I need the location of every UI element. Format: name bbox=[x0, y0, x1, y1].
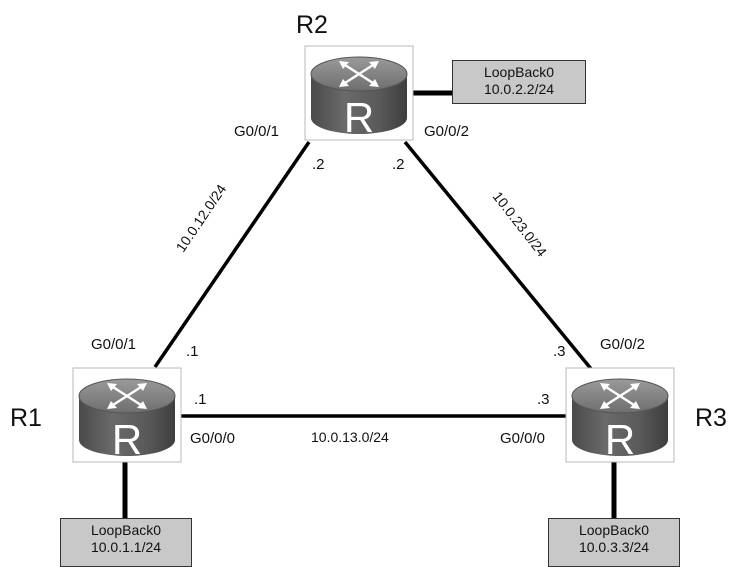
host-r3-link23: .3 bbox=[553, 343, 566, 360]
loopback-box-r2: LoopBack0 10.0.2.2/24 bbox=[452, 60, 586, 104]
link-r1-r2 bbox=[153, 141, 311, 368]
network-label-13: 10.0.13.0/24 bbox=[311, 429, 389, 445]
loopback-box-r3: LoopBack0 10.0.3.3/24 bbox=[548, 518, 680, 567]
port-r2-g002: G0/0/2 bbox=[424, 123, 470, 140]
port-r3-g002: G0/0/2 bbox=[600, 336, 646, 353]
loopback-name-r3: LoopBack0 bbox=[578, 522, 650, 538]
host-r1-link13: .1 bbox=[194, 391, 207, 408]
loopback-name-r1: LoopBack0 bbox=[90, 522, 162, 538]
host-r2-link12: .2 bbox=[312, 156, 325, 173]
router-name-r2: R2 bbox=[296, 11, 328, 39]
loopback-address-r2: 10.0.2.2/24 bbox=[483, 81, 555, 97]
port-r2-g001: G0/0/1 bbox=[234, 123, 280, 140]
loopback-address-r3: 10.0.3.3/24 bbox=[578, 539, 650, 555]
router-icon-r3[interactable] bbox=[564, 366, 676, 465]
port-r1-g001: G0/0/1 bbox=[91, 336, 137, 353]
router-name-r1: R1 bbox=[10, 404, 42, 432]
router-name-r3: R3 bbox=[695, 404, 727, 432]
router-icon-r1[interactable] bbox=[71, 366, 183, 465]
host-r2-link23: .2 bbox=[392, 156, 405, 173]
port-r3-g000: G0/0/0 bbox=[500, 430, 546, 447]
loopback-address-r1: 10.0.1.1/24 bbox=[90, 539, 162, 555]
link-r2-r3 bbox=[403, 140, 594, 372]
host-r3-link13: .3 bbox=[537, 391, 550, 408]
port-r1-g000: G0/0/0 bbox=[190, 430, 236, 447]
loopback-name-r2: LoopBack0 bbox=[483, 64, 555, 80]
host-r1-link12: .1 bbox=[186, 343, 199, 360]
router-icon-r2[interactable] bbox=[303, 44, 415, 143]
loopback-box-r1: LoopBack0 10.0.1.1/24 bbox=[60, 518, 192, 567]
